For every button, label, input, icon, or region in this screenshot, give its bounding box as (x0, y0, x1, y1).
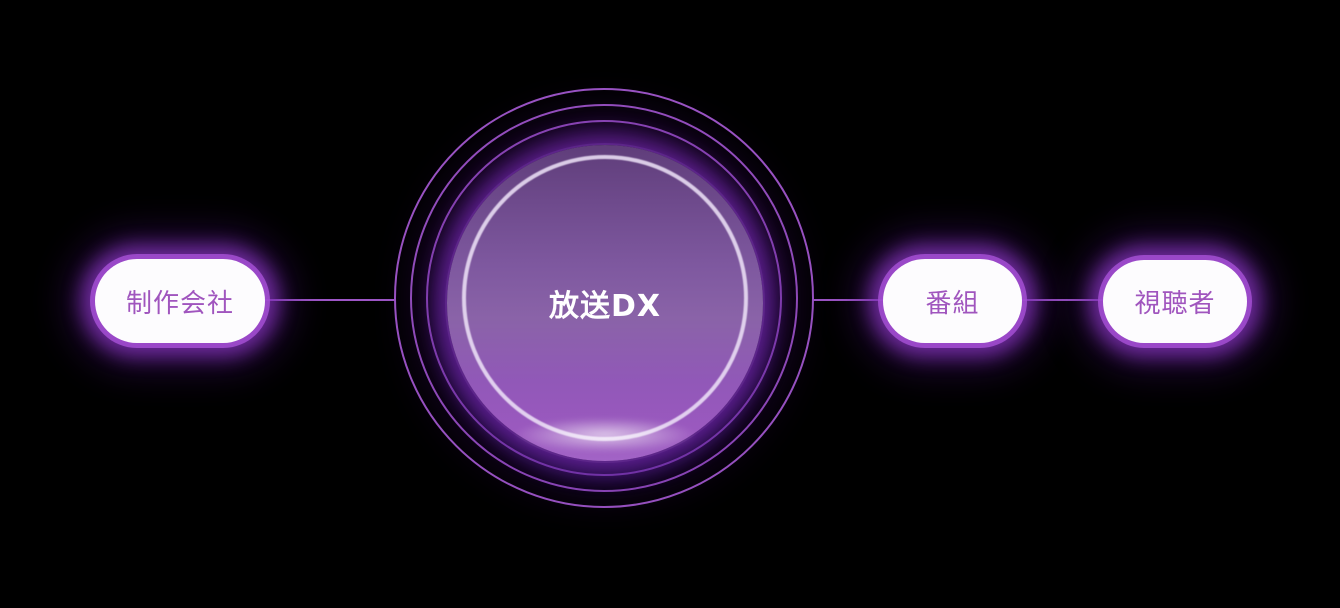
orbit-ring-middle (410, 104, 798, 492)
connector-center-to-program (812, 299, 888, 301)
orbit-ring-outer (394, 88, 814, 508)
orbit-ring-inner (426, 120, 782, 476)
center-node-label: 放送DX (548, 289, 662, 324)
center-node-bottom-shine (500, 415, 710, 455)
node-program: 番組 (883, 259, 1022, 343)
connector-production-to-center (263, 299, 396, 301)
node-program-label: 番組 (925, 288, 980, 319)
node-production-company-label: 制作会社 (125, 288, 234, 319)
node-viewer: 視聴者 (1103, 260, 1247, 343)
center-node-broadcast-dx: 放送DX (447, 145, 763, 461)
node-viewer-label: 視聴者 (1134, 289, 1216, 319)
node-production-company: 制作会社 (95, 259, 265, 343)
connector-program-to-viewer (1020, 299, 1108, 301)
